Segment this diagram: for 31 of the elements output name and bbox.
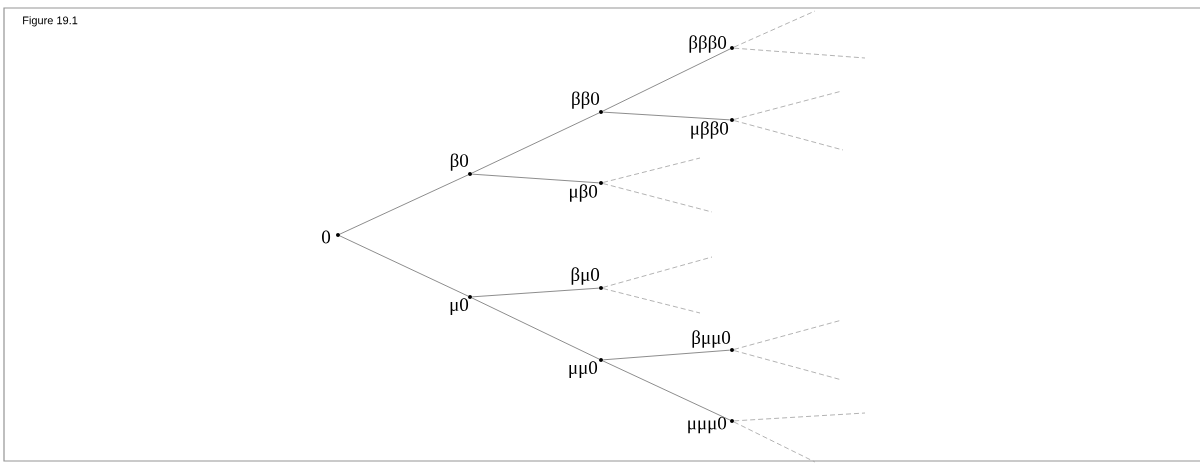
branch-line xyxy=(339,235,469,297)
branch-line xyxy=(471,112,600,174)
dashed-branch-line xyxy=(733,421,816,463)
node-label: μμ0 xyxy=(569,361,598,378)
node-label: μ0 xyxy=(450,298,469,315)
node-label: βμ0 xyxy=(571,267,600,285)
dashed-branch-line xyxy=(602,183,713,213)
branch-line xyxy=(339,174,469,235)
dashed-branch-line xyxy=(602,288,701,314)
figure-title: Figure 19.1 xyxy=(23,16,78,27)
branch-line xyxy=(602,111,731,121)
branch-line xyxy=(602,349,731,361)
dashed-branch-line xyxy=(602,256,713,288)
branch-line xyxy=(471,297,600,360)
node-label: β0 xyxy=(450,153,469,171)
node-label: βββ0 xyxy=(689,35,727,53)
node-label: μββ0 xyxy=(691,121,729,139)
node-label: μμμ0 xyxy=(688,416,727,434)
branch-line xyxy=(471,287,600,298)
dashed-branch-line xyxy=(733,412,866,422)
branch-line xyxy=(602,360,731,421)
dashed-branch-line xyxy=(602,157,701,183)
node-label: ββ0 xyxy=(572,91,600,109)
branch-line xyxy=(602,48,731,112)
node-label: μβ0 xyxy=(570,184,598,202)
dashed-branch-line xyxy=(733,47,866,59)
dashed-branch-line xyxy=(733,120,844,151)
node-label: 0 xyxy=(322,230,331,244)
branch-line xyxy=(471,173,600,184)
node-label: βμμ0 xyxy=(692,330,731,348)
dashed-branch-line xyxy=(733,10,816,48)
